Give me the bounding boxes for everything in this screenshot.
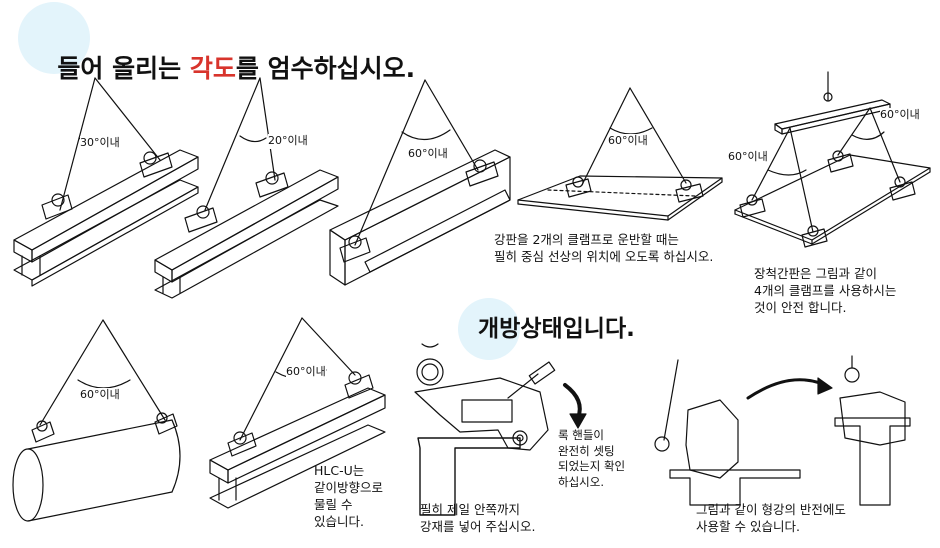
figure-ibeam-30 [13, 77, 199, 287]
section-heading: 개방상태입니다. [478, 316, 635, 342]
clamp-right [465, 159, 499, 187]
angle-label-fig5-left: 60°이내 [728, 150, 768, 165]
figure-channel-60 [329, 79, 511, 286]
caption-long-plate: 장척간판은 그림과 같이 4개의 클램프를 사용하시는 것이 안전 합니다. [754, 266, 897, 315]
clamp-left [184, 205, 218, 233]
caption-reverse: 그림과 같이 형강의 반전에도 사용할 수 있습니다. [696, 502, 846, 534]
caption-hlcu: HLC-U는 같이방향으로 물릴 수 있습니다. [314, 463, 384, 529]
angle-label-fig4: 60°이내 [608, 134, 648, 149]
angle-label-fig7: 60°이내 [286, 365, 326, 380]
title-highlight: 각도 [189, 53, 236, 83]
title-part2: 를 엄수하십시오. [235, 53, 416, 83]
caption-lock-handle: 록 핸들이 완전히 셋팅 되었는지 확인 하십시오. [558, 428, 626, 489]
clamp-left [339, 235, 371, 263]
caption-plate-two-clamps: 강판을 2개의 클램프로 운반할 때는 필히 중심 선상의 위치에 오도록 하십… [494, 232, 714, 264]
angle-label-fig5-right: 60°이내 [880, 108, 920, 123]
clamp-left [565, 176, 592, 198]
angle-label-fig1: 30°이내 [80, 136, 120, 151]
clamp-right [255, 171, 289, 198]
figure-pipe-60 [12, 319, 181, 522]
caption-insert-inside: 필히 제일 안쪽까지 강재를 넣어 주십시오. [420, 502, 536, 534]
page-title: 들어 올리는 각도를 엄수하십시오. [40, 18, 415, 86]
figure-clamp-closeup [414, 343, 587, 516]
figure-plate-60 [517, 87, 723, 221]
figure-hlcu-60 [209, 317, 386, 509]
title-bubble [18, 2, 90, 74]
clamp-left [41, 193, 73, 220]
figure-reversing [654, 355, 911, 506]
clamp-right [675, 179, 704, 203]
figure-ibeam-20 [154, 77, 339, 299]
title-part1: 들어 올리는 [57, 53, 190, 83]
angle-label-fig3: 60°이내 [408, 147, 448, 162]
angle-label-fig2: 20°이내 [268, 134, 308, 149]
heading-bubble [458, 298, 520, 360]
angle-label-fig6: 60°이내 [80, 388, 120, 403]
clamp-right [139, 151, 173, 178]
